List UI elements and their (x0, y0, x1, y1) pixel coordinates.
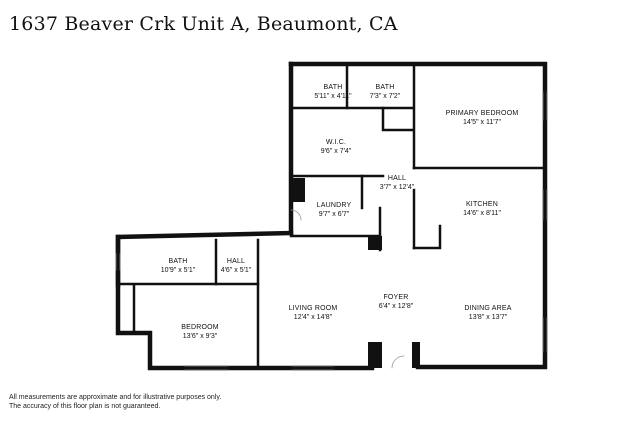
room-dimensions: 12'4" x 14'8" (293, 314, 333, 321)
disclaimer-line-2: The accuracy of this floor plan is not g… (9, 403, 161, 410)
room-name: LAUNDRY (316, 202, 352, 209)
room-laundry: LAUNDRY 9'7" x 6'7" (317, 201, 352, 219)
room-wic: W.I.C. 9'6" x 7'4" (321, 138, 352, 156)
room-dimensions: 3'7" x 12'4" (379, 184, 415, 191)
room-primary-bedroom: PRIMARY BEDROOM 14'5" x 11'7" (446, 109, 519, 127)
room-dimensions: 10'9" x 5'1" (160, 267, 196, 274)
room-kitchen: KITCHEN 14'6" x 8'11" (463, 200, 501, 218)
room-dimensions: 7'3" x 7'2" (369, 93, 401, 100)
room-name: PRIMARY BEDROOM (445, 110, 519, 117)
room-name: FOYER (383, 294, 409, 301)
room-living: LIVING ROOM 12'4" x 14'8" (289, 304, 338, 322)
room-dimensions: 9'6" x 7'4" (320, 148, 352, 155)
plan-title: 1637 Beaver Crk Unit A, Beaumont, CA (9, 13, 398, 35)
room-name: BEDROOM (181, 324, 219, 331)
room-dimensions: 5'11" x 4'11" (314, 93, 352, 100)
room-name: BATH (323, 84, 343, 91)
room-name: BATH (168, 258, 188, 265)
room-hall-1: HALL 3'7" x 12'4" (380, 174, 415, 192)
room-bath-2: BATH 7'3" x 7'2" (370, 83, 401, 101)
room-dimensions: 14'6" x 8'11" (463, 210, 501, 217)
room-hall-2: HALL 4'6" x 5'1" (221, 257, 252, 275)
room-name: HALL (387, 175, 407, 182)
door-arcs (290, 209, 405, 369)
room-dimensions: 14'5" x 11'7" (463, 119, 501, 126)
disclaimer-line-1: All measurements are approximate and for… (9, 394, 222, 401)
room-name: KITCHEN (465, 201, 499, 208)
wall-blocks (291, 178, 420, 368)
room-name: BATH (375, 84, 395, 91)
room-bath-1: BATH 5'11" x 4'11" (314, 83, 351, 101)
room-name: LIVING ROOM (288, 305, 338, 312)
room-dimensions: 4'6" x 5'1" (220, 267, 252, 274)
room-bath-3: BATH 10'9" x 5'1" (161, 257, 196, 275)
room-name: W.I.C. (325, 139, 347, 146)
windows (115, 91, 548, 371)
room-bedroom: BEDROOM 13'6" x 9'3" (181, 323, 219, 341)
room-name: HALL (226, 258, 246, 265)
disclaimer: All measurements are approximate and for… (9, 393, 221, 411)
room-dimensions: 6'4" x 12'8" (378, 303, 414, 310)
room-dimensions: 9'7" x 6'7" (318, 211, 350, 218)
room-name: DINING AREA (464, 305, 512, 312)
room-dining: DINING AREA 13'8" x 13'7" (464, 304, 511, 322)
room-foyer: FOYER 6'4" x 12'8" (379, 293, 414, 311)
room-dimensions: 13'6" x 9'3" (182, 333, 218, 340)
room-dimensions: 13'8" x 13'7" (468, 314, 508, 321)
